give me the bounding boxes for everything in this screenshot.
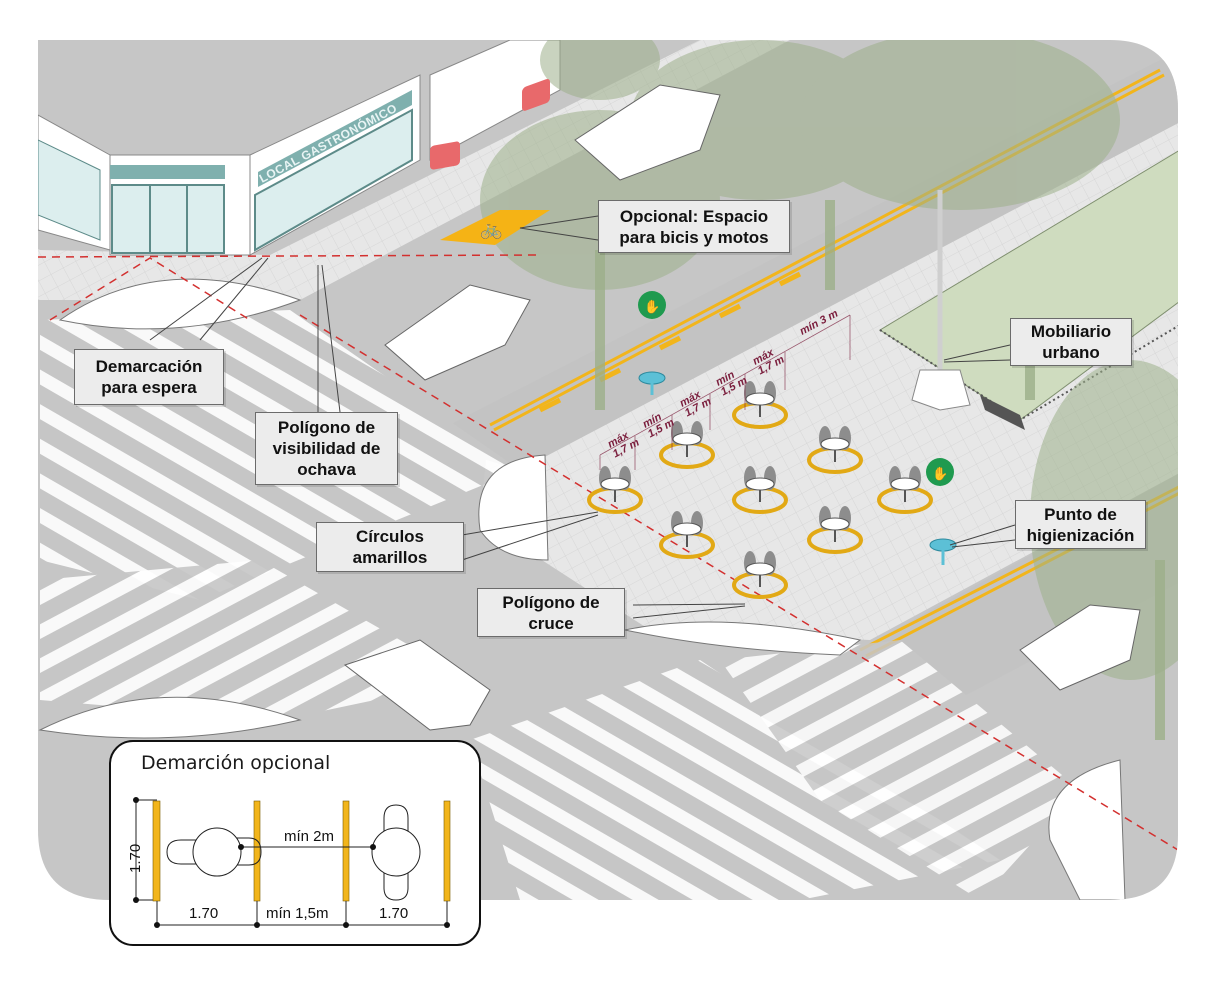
car-top [343, 84, 1141, 731]
callout-text: visibilidad de [272, 439, 381, 458]
table-top [890, 477, 920, 491]
table-with-yellow-circle [877, 466, 933, 514]
hygiene-table [638, 371, 666, 395]
table-top [600, 477, 630, 491]
corner-bottom-left [38, 696, 302, 739]
bicycle-icon: 🚲 [480, 219, 502, 239]
table-top [745, 477, 775, 491]
table-with-yellow-circle [732, 466, 788, 514]
callout-visibility-polygon: Polígono de visibilidad de ochava [255, 412, 398, 485]
callout-text: Círculos [355, 527, 425, 546]
svg-text:✋: ✋ [932, 466, 948, 481]
bench [980, 395, 1025, 430]
svg-text:✋: ✋ [644, 299, 660, 314]
yellow-marker-bar [342, 800, 350, 902]
table-top [745, 392, 775, 406]
callout-text: para espera [101, 378, 197, 397]
yellow-marker-bar [253, 800, 261, 902]
callout-yellow-circles: Círculos amarillos [316, 522, 464, 572]
entrance-door [111, 184, 225, 254]
crosswalk-right [720, 640, 1080, 900]
callout-text: Mobiliario [1030, 322, 1112, 341]
barrier [522, 79, 550, 111]
yellow-marker-bar [443, 800, 451, 902]
callout-text: Polígono de [277, 418, 376, 437]
callout-bike-space: Opcional: Espacio para bicis y motos [598, 200, 790, 253]
callout-text: Opcional: Espacio [619, 206, 769, 226]
crosswalk-bottom-left [40, 560, 470, 720]
callout-hygiene-point: Punto de higienización [1015, 500, 1146, 549]
yellow-marker-bar [152, 800, 161, 902]
callout-text: Punto de [1044, 504, 1117, 524]
table-top [820, 437, 850, 451]
table-plan-right [371, 804, 421, 901]
barrier [430, 141, 460, 170]
table-top [745, 562, 775, 576]
callout-text: amarillos [352, 548, 428, 567]
table-top [672, 522, 702, 536]
callout-leaders [149, 215, 1016, 619]
table-with-yellow-circle [587, 466, 643, 514]
storefront-windows [254, 108, 413, 252]
callout-text: Polígono de [502, 592, 600, 612]
inset-height-label: 1.70 [127, 844, 144, 873]
inset-title: Demarción opcional [141, 752, 331, 774]
bike-parking-zone [440, 210, 550, 245]
red-dashed-lines [38, 254, 1178, 851]
crosswalk-bottom [470, 660, 1000, 900]
table-with-yellow-circle [659, 421, 715, 469]
inset-diagram: 1.70 mín 2m 1.70 m [127, 797, 451, 928]
inset-bottom-label: 1.70 [379, 905, 408, 922]
entrance-band [110, 165, 225, 179]
optional-demarcation-inset: Demarción opcional 1.70 mín 2m [109, 740, 481, 946]
callout-text: urbano [1042, 343, 1100, 362]
callout-text: para bicis y motos [619, 227, 769, 247]
table-with-yellow-circle [732, 381, 788, 429]
callout-text: Demarcación [95, 357, 203, 376]
inset-center-distance: mín 2m [284, 828, 334, 845]
callout-text: ochava [297, 460, 356, 479]
table-with-yellow-circle [807, 506, 863, 554]
inset-bottom-label: 1.70 [189, 905, 218, 922]
lamp-base [911, 369, 971, 411]
sanitizer-station: ✋ [638, 291, 666, 319]
storefront-sign-band [258, 90, 412, 187]
table-with-yellow-circle [807, 426, 863, 474]
sanitizer-station: ✋ [926, 458, 954, 486]
callout-crossing-polygon: Polígono de cruce [477, 588, 625, 637]
building: LOCAL GASTRONÓMICO [38, 40, 561, 256]
callout-text: higienización [1026, 525, 1135, 545]
callout-urban-furniture: Mobiliario urbano [1010, 318, 1132, 366]
table-with-yellow-circle [732, 551, 788, 599]
inset-bottom-label: mín 1,5m [266, 905, 329, 922]
tree-trunks [595, 200, 1165, 740]
trees [480, 40, 1178, 680]
callout-text: cruce [528, 613, 574, 633]
table-top [672, 432, 702, 446]
table-group [587, 381, 933, 599]
dimension-lines [599, 314, 851, 470]
callout-waiting-demarcation: Demarcación para espera [74, 349, 224, 405]
table-plan-left [166, 827, 262, 877]
table-with-yellow-circle [659, 511, 715, 559]
hygiene-table [929, 538, 957, 565]
table-top [820, 517, 850, 531]
sidewalk-top-left [38, 40, 790, 300]
corner-crossing-polygon [624, 621, 862, 656]
corner-bottom-right [1048, 759, 1126, 900]
